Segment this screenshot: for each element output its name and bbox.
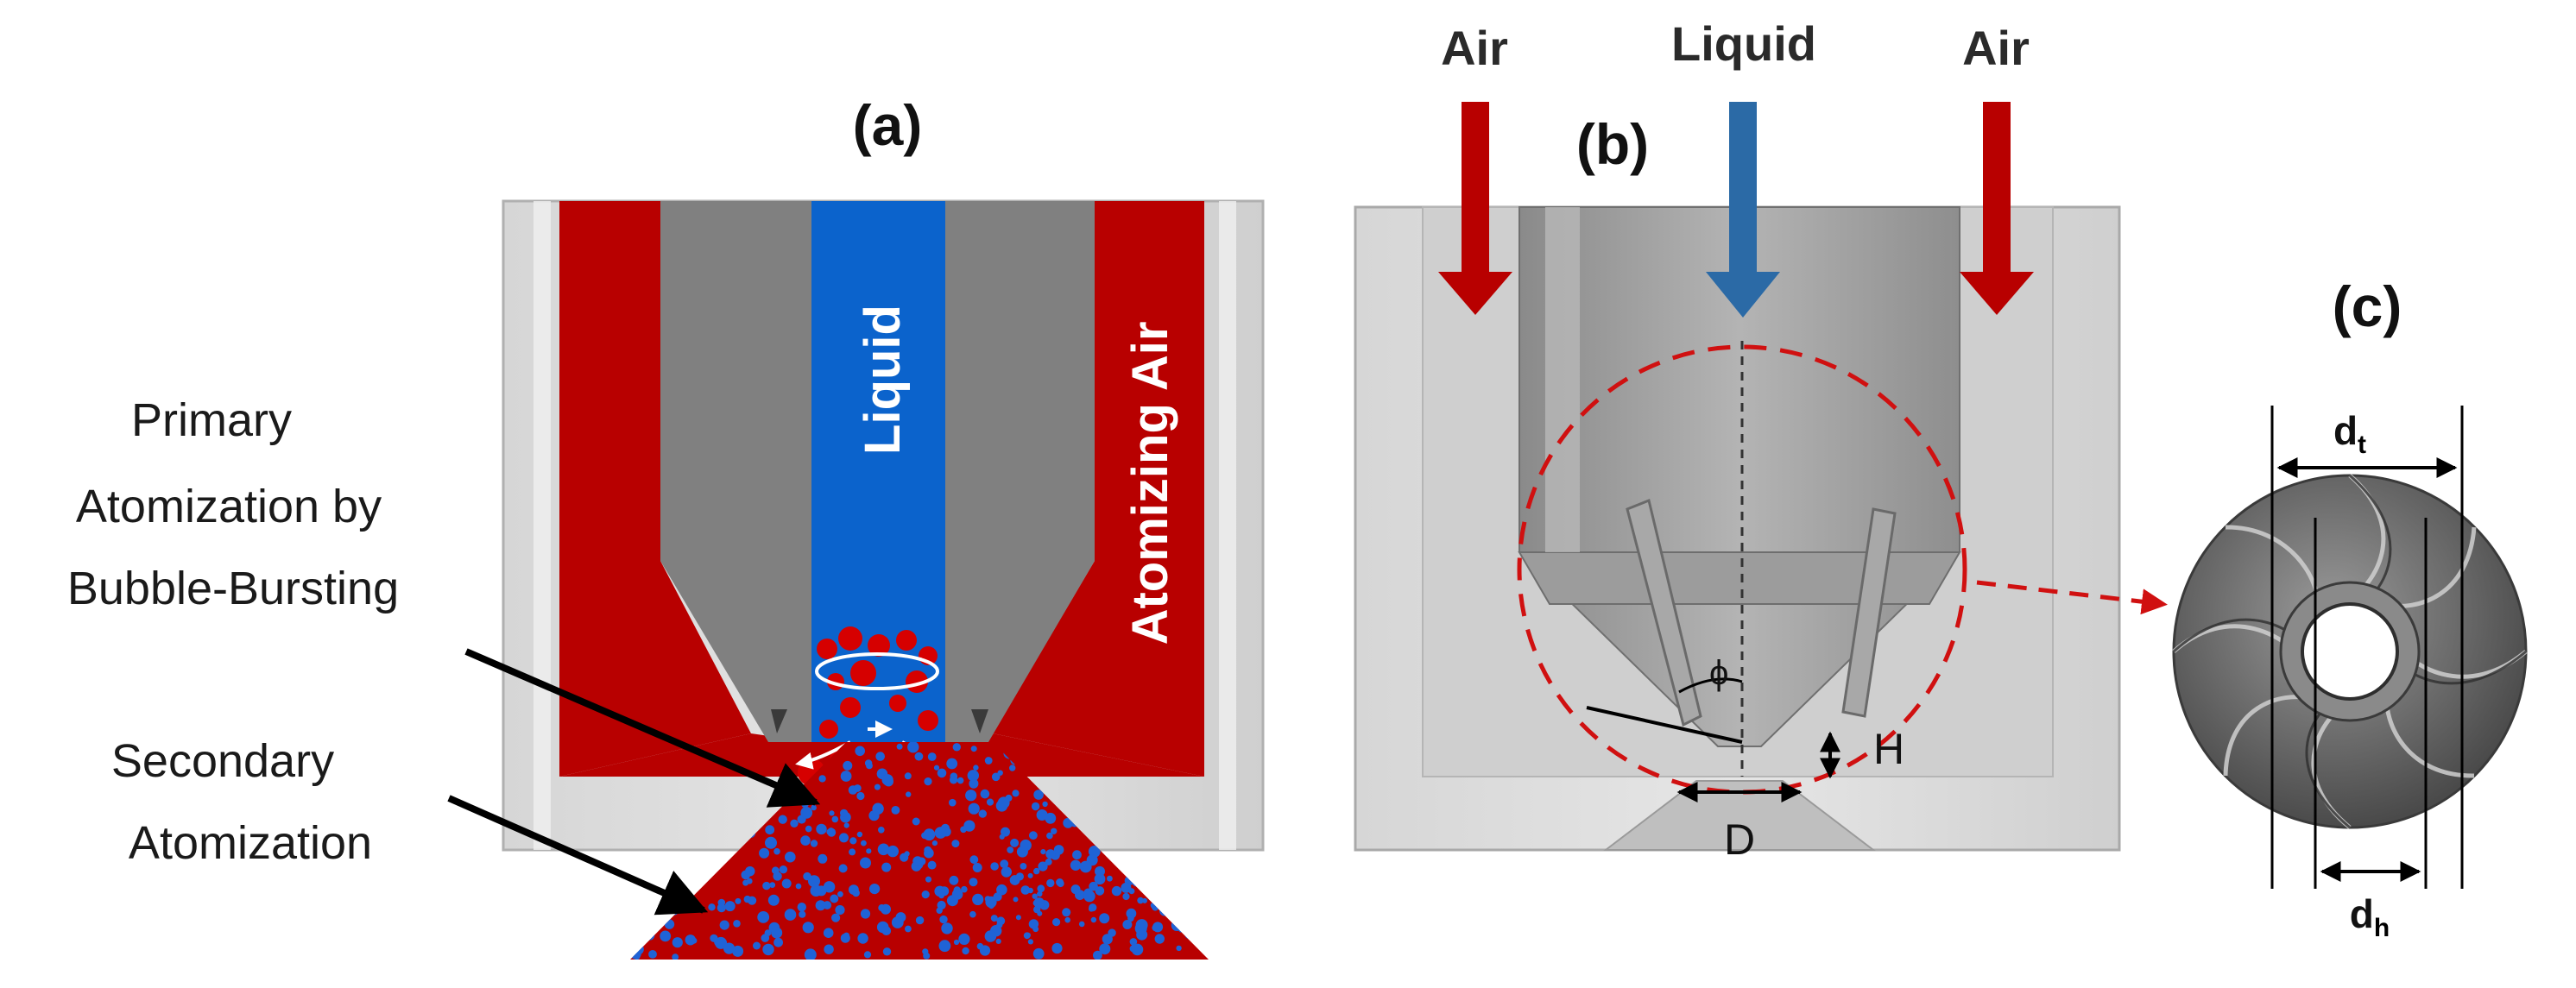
panel-c: (c) dt	[2172, 274, 2528, 942]
dh-base: d	[2350, 891, 2374, 936]
dh-sub: h	[2374, 914, 2390, 942]
air-left-label: Air	[1441, 21, 1508, 75]
primary-label-1: Primary	[131, 394, 292, 446]
nozzle-body-left	[660, 201, 811, 742]
bubbles	[817, 626, 938, 739]
angle-phi: ϕ	[1709, 654, 1728, 692]
primary-arrow	[464, 648, 821, 808]
panel-b-label: (b)	[1576, 112, 1649, 176]
height-label: H	[1873, 725, 1904, 773]
connector-arrow	[1976, 580, 2168, 615]
panel-a: (a) Liquid Atomizing Air	[67, 93, 1265, 960]
air-arrow-left	[1438, 102, 1512, 315]
air-right-label: Air	[1962, 21, 2030, 75]
liquid-label-b: Liquid	[1671, 16, 1816, 71]
air-passage-left	[559, 201, 751, 777]
secondary-arrow	[447, 795, 709, 916]
panel-a-label: (a)	[853, 93, 923, 157]
air-passage-right	[993, 201, 1204, 777]
diameter-label: D	[1724, 815, 1755, 864]
primary-label-2: Atomization by	[76, 481, 382, 532]
highlight-circle	[1517, 344, 1967, 795]
panel-c-label: (c)	[2333, 274, 2402, 338]
secondary-label-1: Secondary	[111, 735, 334, 787]
nozzle-body-right	[945, 201, 1095, 742]
secondary-label-2: Atomization	[129, 817, 372, 869]
panel-b: (b) ϕ H D Air Liquid Air	[1354, 16, 2168, 864]
primary-label-3: Bubble-Bursting	[67, 563, 399, 614]
dt-label: dt	[2333, 408, 2366, 459]
dt-base: d	[2333, 408, 2358, 453]
liquid-arrow	[1706, 102, 1780, 318]
liquid-label-a: Liquid	[855, 305, 911, 455]
dt-sub: t	[2358, 431, 2366, 459]
atomizing-air-label: Atomizing Air	[1122, 322, 1178, 645]
air-arrow-right	[1960, 102, 2034, 315]
dh-label: dh	[2350, 891, 2390, 942]
